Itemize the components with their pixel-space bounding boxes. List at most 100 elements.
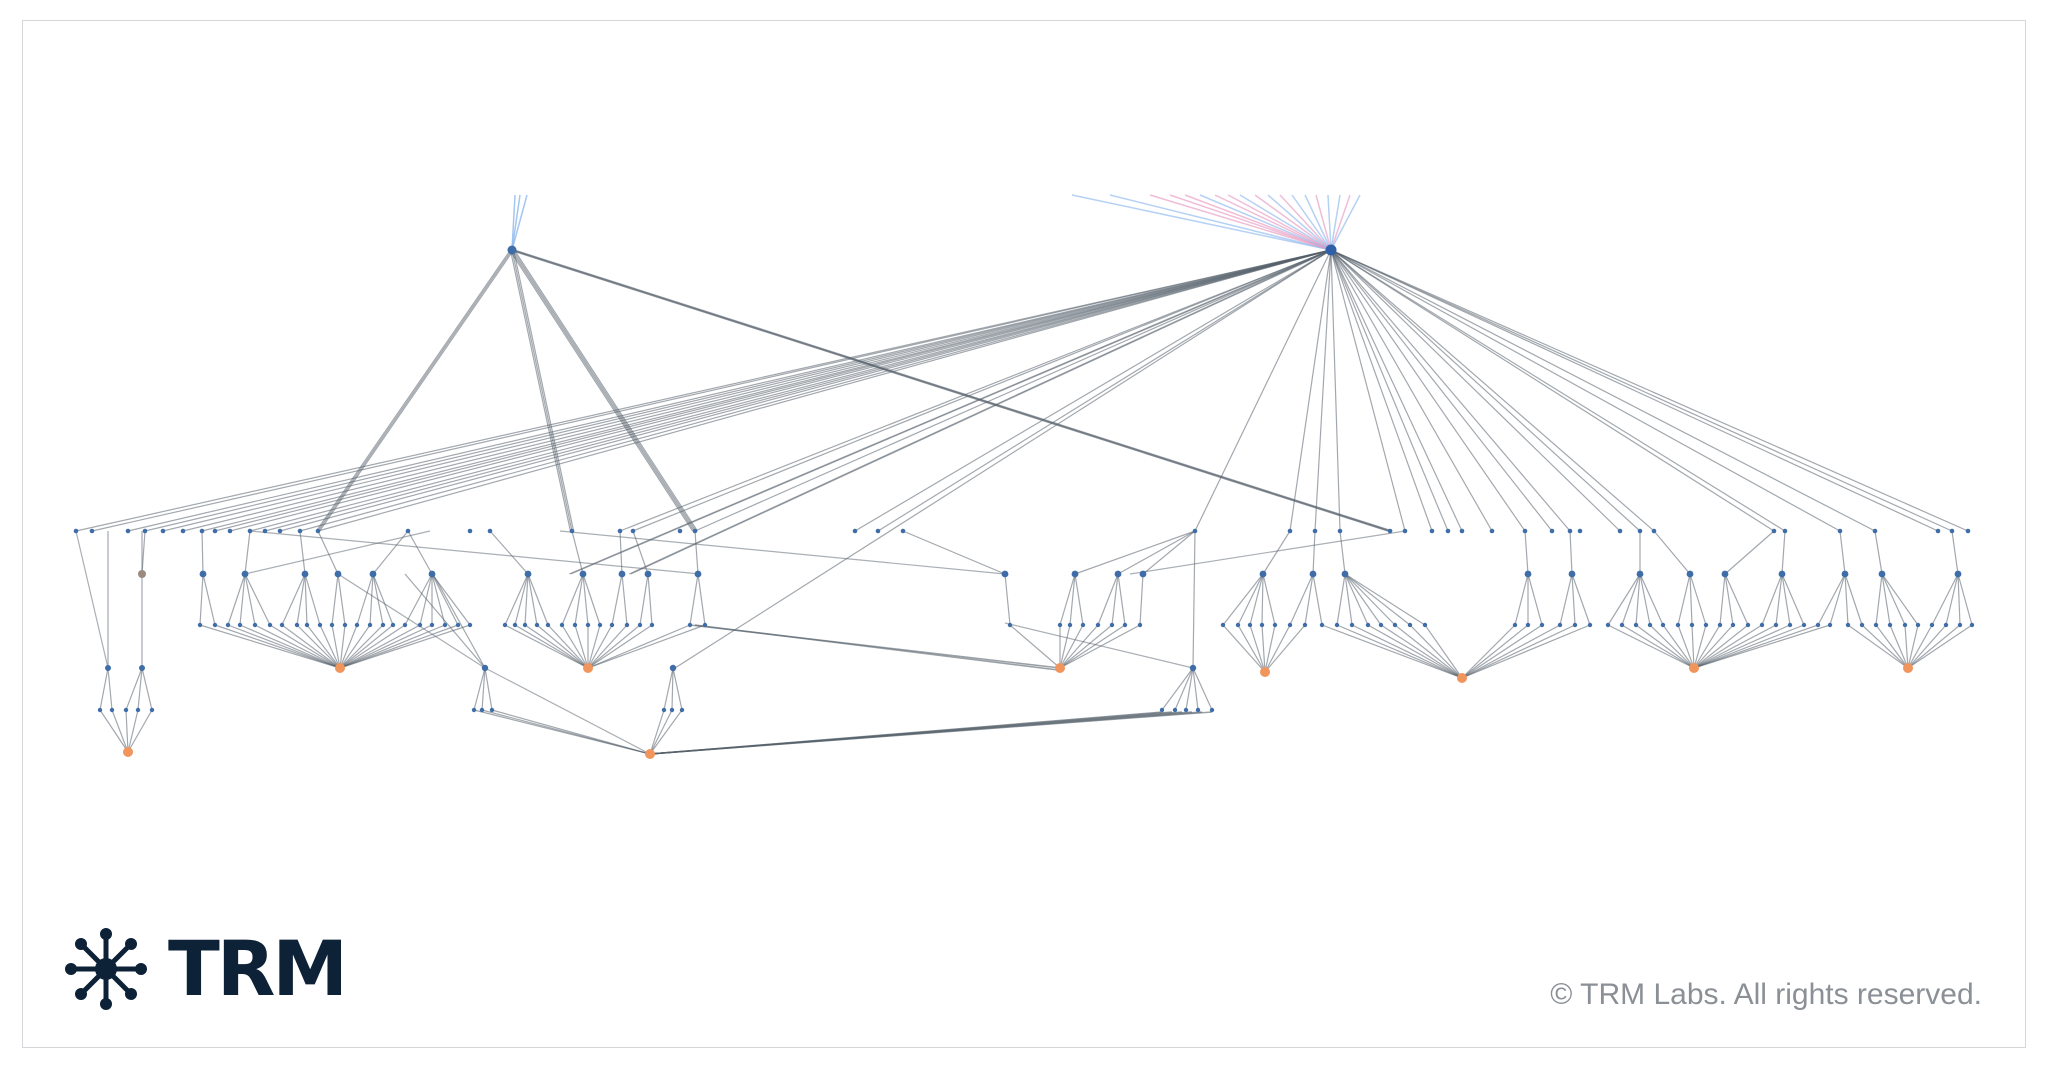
graph-node[interactable] xyxy=(618,570,626,578)
fan-node[interactable] xyxy=(1717,622,1723,628)
fan-node[interactable] xyxy=(489,707,495,713)
graph-node[interactable] xyxy=(900,528,906,534)
fan-node[interactable] xyxy=(545,622,551,628)
fan-node[interactable] xyxy=(294,622,300,628)
graph-node[interactable] xyxy=(199,528,205,534)
hub-node[interactable] xyxy=(1325,244,1337,256)
graph-node[interactable] xyxy=(524,570,532,578)
fan-node[interactable] xyxy=(279,622,285,628)
graph-node[interactable] xyxy=(1954,570,1962,578)
fan-node[interactable] xyxy=(1902,622,1908,628)
fan-node[interactable] xyxy=(135,707,141,713)
graph-node[interactable] xyxy=(160,528,166,534)
fan-node[interactable] xyxy=(1675,622,1681,628)
graph-node[interactable] xyxy=(369,570,377,578)
fan-node[interactable] xyxy=(109,707,115,713)
fan-node[interactable] xyxy=(1422,622,1428,628)
graph-node[interactable] xyxy=(1459,528,1465,534)
graph-node[interactable] xyxy=(1259,570,1267,578)
fan-node[interactable] xyxy=(471,707,477,713)
fan-node[interactable] xyxy=(1334,622,1340,628)
fan-node[interactable] xyxy=(1349,622,1355,628)
fan-node[interactable] xyxy=(559,622,565,628)
fan-node[interactable] xyxy=(1137,622,1143,628)
fan-node[interactable] xyxy=(367,622,373,628)
graph-node[interactable] xyxy=(199,570,207,578)
fan-node[interactable] xyxy=(197,622,203,628)
graph-node[interactable] xyxy=(1637,528,1643,534)
fan-node[interactable] xyxy=(354,622,360,628)
graph-node[interactable] xyxy=(1001,570,1009,578)
graph-node[interactable] xyxy=(180,528,186,534)
graph-node[interactable] xyxy=(1872,528,1878,534)
fan-node[interactable] xyxy=(1259,622,1265,628)
fan-node[interactable] xyxy=(1302,622,1308,628)
graph-node[interactable] xyxy=(1341,570,1349,578)
fan-node[interactable] xyxy=(1539,622,1545,628)
sink-node[interactable] xyxy=(1055,663,1065,673)
graph-node[interactable] xyxy=(1837,528,1843,534)
fan-node[interactable] xyxy=(1080,622,1086,628)
fan-node[interactable] xyxy=(1392,622,1398,628)
fan-node[interactable] xyxy=(609,622,615,628)
fan-node[interactable] xyxy=(1745,622,1751,628)
fan-node[interactable] xyxy=(1095,622,1101,628)
graph-node[interactable] xyxy=(1312,528,1318,534)
fan-node[interactable] xyxy=(1801,622,1807,628)
hub-node[interactable] xyxy=(507,245,517,255)
graph-node[interactable] xyxy=(1778,570,1786,578)
fan-node[interactable] xyxy=(1815,622,1821,628)
fan-node[interactable] xyxy=(1272,622,1278,628)
graph-node[interactable] xyxy=(139,665,145,671)
graph-node[interactable] xyxy=(630,528,636,534)
graph-node[interactable] xyxy=(405,528,411,534)
fan-node[interactable] xyxy=(97,707,103,713)
fan-node[interactable] xyxy=(502,622,508,628)
fan-node[interactable] xyxy=(1109,622,1115,628)
graph-node[interactable] xyxy=(1617,528,1623,534)
graph-node[interactable] xyxy=(1965,528,1971,534)
fan-node[interactable] xyxy=(317,622,323,628)
graph-node[interactable] xyxy=(73,528,79,534)
graph-node[interactable] xyxy=(1192,528,1198,534)
fan-node[interactable] xyxy=(442,622,448,628)
fan-node[interactable] xyxy=(1969,622,1975,628)
graph-node[interactable] xyxy=(1568,570,1576,578)
fan-node[interactable] xyxy=(649,622,655,628)
graph-node[interactable] xyxy=(1636,570,1644,578)
fan-node[interactable] xyxy=(1172,707,1178,713)
fan-node[interactable] xyxy=(1195,707,1201,713)
graph-node[interactable] xyxy=(227,528,233,534)
fan-node[interactable] xyxy=(1827,622,1833,628)
fan-node[interactable] xyxy=(1633,622,1639,628)
graph-node[interactable] xyxy=(1782,528,1788,534)
fan-node[interactable] xyxy=(1943,622,1949,628)
graph-node[interactable] xyxy=(1524,570,1532,578)
fan-node[interactable] xyxy=(123,707,129,713)
graph-node[interactable] xyxy=(1114,570,1122,578)
fan-node[interactable] xyxy=(225,622,231,628)
fan-node[interactable] xyxy=(267,622,273,628)
fan-node[interactable] xyxy=(522,622,528,628)
fan-node[interactable] xyxy=(402,622,408,628)
fan-node[interactable] xyxy=(429,622,435,628)
graph-node[interactable] xyxy=(692,528,698,534)
graph-node[interactable] xyxy=(1071,570,1079,578)
fan-node[interactable] xyxy=(1703,622,1709,628)
fan-node[interactable] xyxy=(1209,707,1215,713)
graph-node[interactable] xyxy=(1402,528,1408,534)
fan-node[interactable] xyxy=(585,622,591,628)
fan-node[interactable] xyxy=(1660,622,1666,628)
sink-node[interactable] xyxy=(1260,667,1270,677)
fan-node[interactable] xyxy=(1220,622,1226,628)
graph-node[interactable] xyxy=(579,570,587,578)
fan-node[interactable] xyxy=(624,622,630,628)
fan-node[interactable] xyxy=(1007,622,1013,628)
graph-node[interactable] xyxy=(875,528,881,534)
graph-node[interactable] xyxy=(644,570,652,578)
graph-node[interactable] xyxy=(1841,570,1849,578)
graph-node[interactable] xyxy=(1949,528,1955,534)
sink-node[interactable] xyxy=(1457,673,1467,683)
fan-node[interactable] xyxy=(597,622,603,628)
